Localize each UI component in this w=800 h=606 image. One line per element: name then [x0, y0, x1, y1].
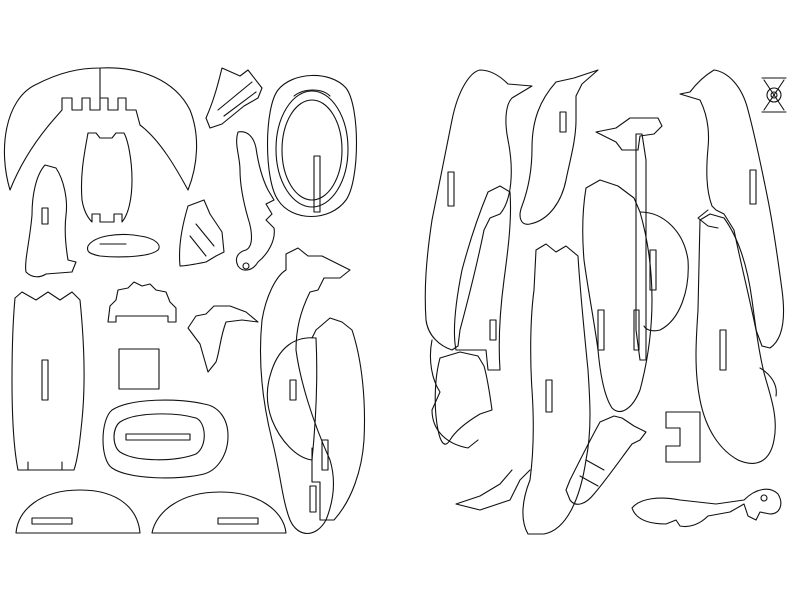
long-curved-piece: [453, 185, 512, 371]
belly-penguin-piece: [582, 179, 689, 412]
feather-piece: [205, 67, 263, 129]
feather-stripes: [217, 81, 257, 117]
left-panel: [3, 67, 366, 535]
half-disc-left-piece: [15, 489, 141, 534]
oval-ring-piece: [267, 74, 358, 218]
narrow-bird-piece: [519, 69, 599, 225]
center-penguin-piece: [455, 243, 591, 535]
fish-piece: [565, 415, 647, 505]
square-plate-piece: [118, 348, 160, 390]
tall-penguin-left-piece: [424, 69, 533, 449]
large-penguin-left-piece: [259, 247, 366, 535]
parrot-piece: [631, 488, 782, 528]
small-penguin-piece: [25, 164, 77, 278]
half-disc-right-piece: [151, 491, 287, 534]
crown-bracket-piece: [107, 281, 177, 323]
neck-hook-piece: [235, 131, 275, 271]
body-core-piece: [80, 132, 133, 223]
left-lower-piece: [434, 351, 493, 445]
right-long-body-piece: [695, 213, 777, 464]
right-panel: [424, 69, 787, 535]
vertical-strip-piece: [633, 133, 647, 361]
puzzle-square-piece: [665, 411, 701, 463]
beak-piece: [86, 233, 160, 258]
lower-body-piece: [11, 291, 85, 471]
flipper-stripes: [189, 223, 215, 257]
bracket-piece: [595, 117, 663, 151]
oval-stand-piece: [102, 399, 229, 479]
crossed-circle-symbol: [761, 77, 787, 113]
dove-piece: [187, 305, 259, 373]
wing-arch-piece: [3, 67, 198, 191]
flipper-piece: [178, 199, 225, 267]
